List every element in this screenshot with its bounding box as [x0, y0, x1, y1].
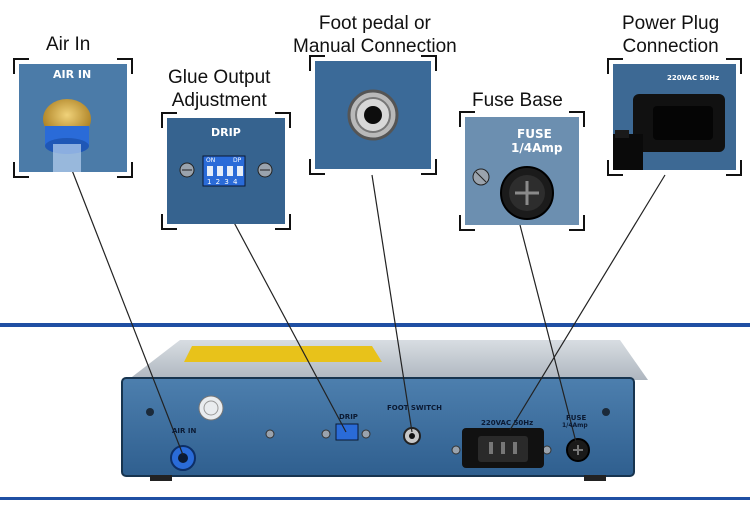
- power-plug-inset: 220VAC 50Hz: [607, 58, 742, 176]
- device-rear-panel: [121, 377, 635, 477]
- device-fuse-rating-label: 1/4Amp: [562, 422, 588, 429]
- drip-inset: DRIP ON DP 1 2 3 4: [161, 112, 291, 230]
- power-plug-callout: Power Plug Connection: [622, 13, 720, 57]
- inset-air-in-text: AIR IN: [53, 68, 92, 81]
- foot-pedal-callout: Foot pedal or Manual Connection: [293, 13, 457, 57]
- pointer-lines: [69, 164, 666, 456]
- inset-drip-text: DRIP: [211, 126, 241, 139]
- bottom-blue-rule: [0, 497, 750, 500]
- fuse-base-callout: Fuse Base: [472, 90, 563, 111]
- round-sticker: [198, 395, 224, 421]
- foot-pedal-inset: [309, 55, 437, 175]
- air-in-inset: AIR IN: [13, 58, 133, 178]
- inset-fuse-text: FUSE: [517, 127, 552, 141]
- air-in-callout: Air In: [46, 34, 91, 55]
- inset-fuse-rating-text: 1/4Amp: [511, 141, 563, 155]
- dip-numbers-label: 1 2 3 4: [207, 178, 239, 186]
- fuse-inset: FUSE 1/4Amp: [459, 111, 585, 231]
- glue-output-callout: Glue Output Adjustment: [168, 67, 271, 111]
- device-foot-switch-label: FOOT SWITCH: [387, 404, 443, 412]
- device-voltage-label: 220VAC 50Hz: [481, 419, 534, 427]
- dip-dp-label: DP: [233, 157, 242, 164]
- device-drip-label: DRIP: [339, 413, 358, 421]
- top-blue-rule: [0, 323, 750, 327]
- dip-on-label: ON: [206, 157, 216, 164]
- device-air-in-label: AIR IN: [172, 427, 197, 435]
- device-dip-switch: [335, 423, 359, 441]
- yellow-label: [184, 346, 382, 362]
- device-fuse-label: FUSE: [566, 414, 587, 422]
- inset-voltage-text: 220VAC 50Hz: [667, 74, 720, 82]
